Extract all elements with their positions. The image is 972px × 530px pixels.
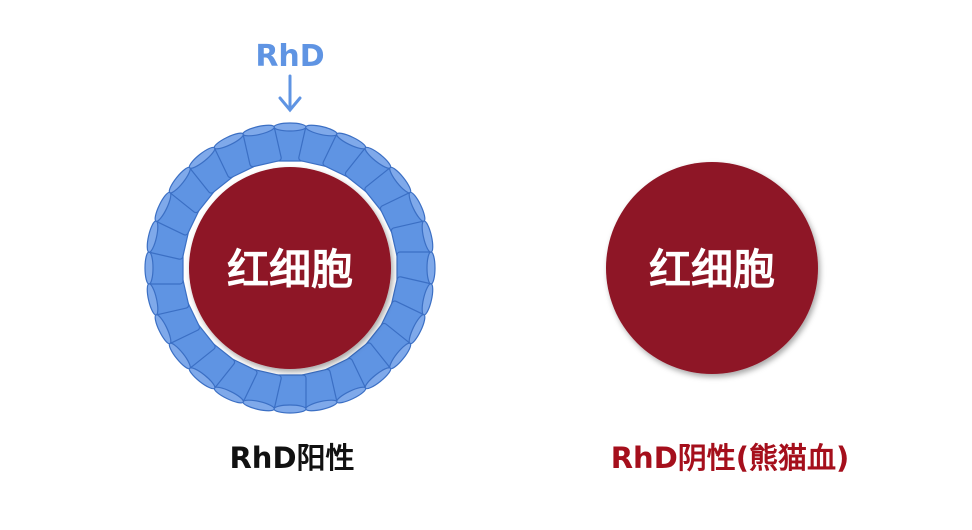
rhd-antigen — [396, 251, 436, 285]
rhd-positive-cell: 红细胞 — [144, 122, 436, 414]
caption-rhd-positive: RhD阳性 — [229, 441, 355, 475]
cell-label-positive: 红细胞 — [227, 245, 353, 294]
rhd-antigen — [390, 220, 434, 260]
rhd-antigen — [273, 374, 307, 414]
rhd-antigen — [242, 124, 282, 168]
pointer-arrow-icon — [278, 74, 302, 113]
rhd-antigen-ring — [144, 122, 436, 414]
rhd-antigen-label: RhD — [255, 39, 324, 74]
rhd-negative-cell: 红细胞 — [606, 162, 818, 374]
red-blood-cell-positive — [189, 167, 391, 369]
cell-label-negative: 红细胞 — [649, 245, 775, 294]
red-blood-cell-negative — [606, 162, 818, 374]
caption-rhd-negative: RhD阴性(熊猫血) — [610, 441, 850, 475]
